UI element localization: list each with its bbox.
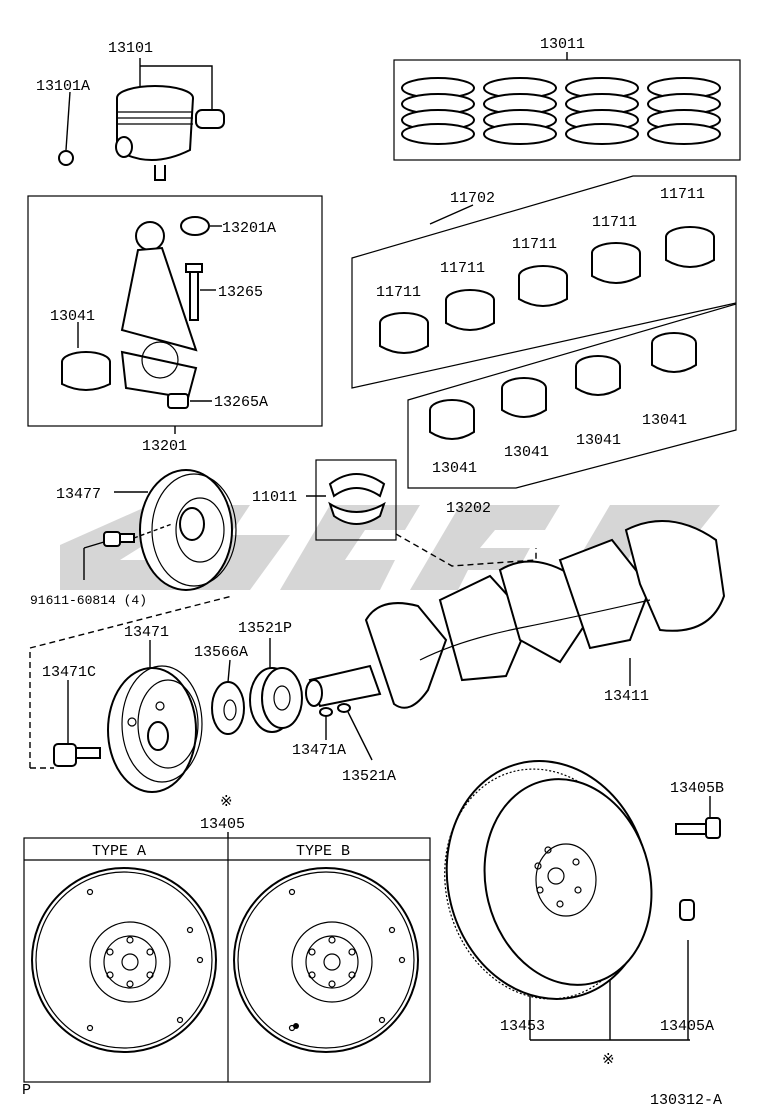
piston-pin-clip bbox=[58, 150, 74, 166]
label-11711-d: 11711 bbox=[592, 214, 637, 231]
label-13101: 13101 bbox=[108, 40, 153, 57]
crankshaft bbox=[305, 520, 726, 709]
note-mark-top: ※ bbox=[220, 794, 233, 811]
piston-ring-set-4 bbox=[647, 77, 721, 145]
label-13566A: 13566A bbox=[194, 644, 248, 661]
main-bearing-lower-3 bbox=[575, 355, 621, 396]
label-13453: 13453 bbox=[500, 1018, 545, 1035]
label-13041-d: 13041 bbox=[642, 412, 687, 429]
label-13521A: 13521A bbox=[342, 768, 396, 785]
flywheel-type-a bbox=[31, 867, 217, 1053]
main-bearing-upper-2 bbox=[445, 289, 495, 331]
label-11702: 11702 bbox=[450, 190, 495, 207]
label-13201A: 13201A bbox=[222, 220, 276, 237]
flywheel-dowel-pin bbox=[679, 899, 695, 921]
main-bearing-lower-2 bbox=[501, 377, 547, 418]
label-11711-e: 11711 bbox=[660, 186, 705, 203]
label-13521P: 13521P bbox=[238, 620, 292, 637]
main-bearing-lower-1 bbox=[429, 399, 475, 440]
type-b-label: TYPE B bbox=[296, 843, 350, 860]
flywheel-types-box bbox=[23, 837, 431, 1083]
label-13202: 13202 bbox=[446, 500, 491, 517]
footer-left-code: P bbox=[22, 1082, 31, 1099]
rod-bolt bbox=[185, 263, 203, 321]
main-bearing-upper-3 bbox=[518, 265, 568, 307]
label-13411: 13411 bbox=[604, 688, 649, 705]
label-11011: 11011 bbox=[252, 489, 297, 506]
type-a-label: TYPE A bbox=[92, 843, 146, 860]
flywheel-bolt bbox=[675, 817, 721, 839]
footer-diagram-number: 130312-A bbox=[650, 1092, 722, 1109]
label-13405A: 13405A bbox=[660, 1018, 714, 1035]
piston-ring-set-2 bbox=[483, 77, 557, 145]
connecting-rod bbox=[120, 221, 198, 400]
crank-key-13471A bbox=[319, 707, 333, 717]
upper-bearing-panel bbox=[351, 175, 737, 389]
crank-key-13521A bbox=[337, 703, 351, 713]
label-13041-b: 13041 bbox=[504, 444, 549, 461]
label-13477: 13477 bbox=[56, 486, 101, 503]
label-13041-a: 13041 bbox=[432, 460, 477, 477]
piston-ring-set-1 bbox=[401, 77, 475, 145]
crankshaft-timing-gear bbox=[249, 667, 303, 733]
label-13405: 13405 bbox=[200, 816, 245, 833]
label-13265: 13265 bbox=[218, 284, 263, 301]
main-bearing-upper-5 bbox=[665, 226, 715, 268]
flywheel-type-b bbox=[233, 867, 419, 1053]
piston-ring-set-3 bbox=[565, 77, 639, 145]
crankshaft-pulley-outer bbox=[139, 469, 237, 591]
pulley-bolt bbox=[103, 531, 135, 547]
crank-washer bbox=[211, 681, 245, 735]
label-13041-rod: 13041 bbox=[50, 308, 95, 325]
main-bearing-lower-4 bbox=[651, 332, 697, 373]
label-11711-b: 11711 bbox=[440, 260, 485, 277]
flywheel-ring-gear bbox=[444, 760, 653, 1000]
label-13265A: 13265A bbox=[214, 394, 268, 411]
thrust-washer-box bbox=[315, 459, 397, 541]
label-91611: 91611-60814 (4) bbox=[30, 593, 147, 608]
label-13471A: 13471A bbox=[292, 742, 346, 759]
main-bearing-upper-4 bbox=[591, 242, 641, 284]
lower-bearing-panel bbox=[407, 303, 737, 489]
label-13101A: 13101A bbox=[36, 78, 90, 95]
note-mark-bottom: ※ bbox=[602, 1052, 615, 1069]
rod-nut bbox=[167, 393, 189, 409]
rod-bearing bbox=[61, 351, 111, 391]
rod-bushing bbox=[180, 216, 210, 236]
main-bearing-upper-1 bbox=[379, 312, 429, 354]
label-13471: 13471 bbox=[124, 624, 169, 641]
label-13011: 13011 bbox=[540, 36, 585, 53]
label-13041-c: 13041 bbox=[576, 432, 621, 449]
label-13201: 13201 bbox=[142, 438, 187, 455]
label-13405B: 13405B bbox=[670, 780, 724, 797]
label-11711-c: 11711 bbox=[512, 236, 557, 253]
crankshaft-pulley bbox=[107, 665, 203, 793]
thrust-washer bbox=[328, 473, 386, 525]
label-11711-a: 11711 bbox=[376, 284, 421, 301]
pulley-bolt-13471C bbox=[53, 743, 101, 767]
piston bbox=[115, 85, 225, 181]
label-13471C: 13471C bbox=[42, 664, 96, 681]
